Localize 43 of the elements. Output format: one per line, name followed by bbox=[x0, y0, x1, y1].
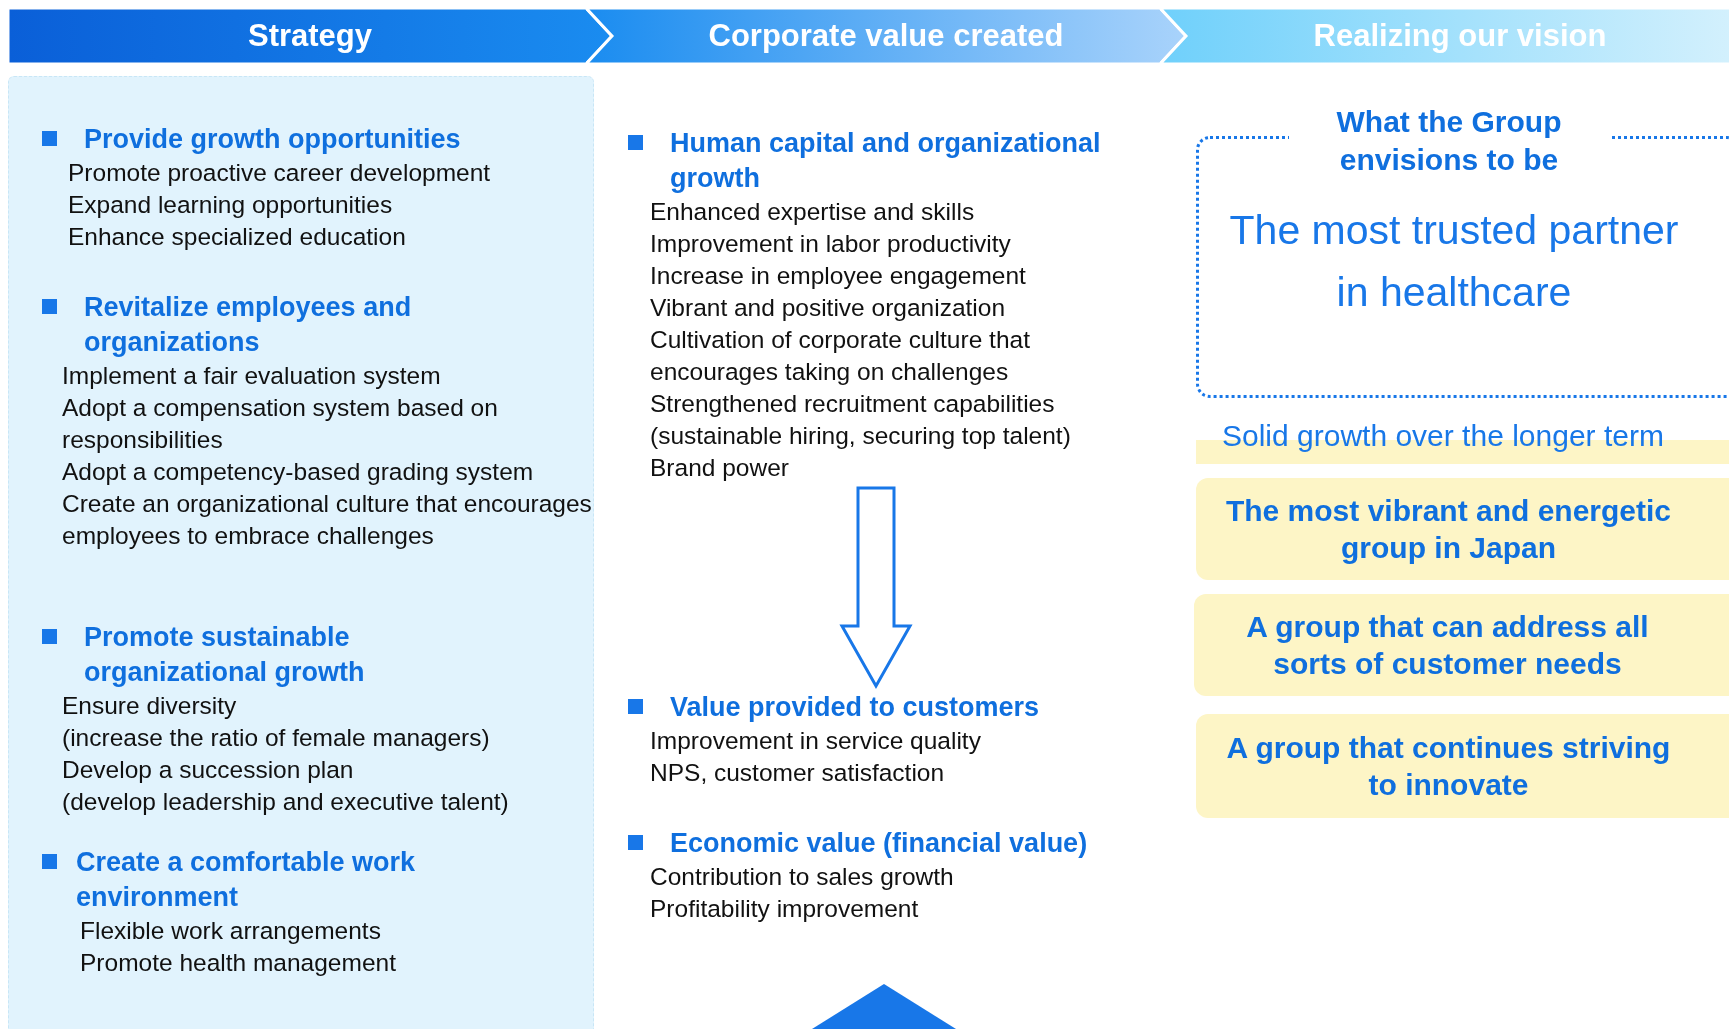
list-item: Contribution to sales growth bbox=[650, 862, 955, 892]
section-heading: Provide growth opportunities bbox=[84, 123, 462, 156]
list-item: Flexible work arrangements bbox=[80, 916, 382, 946]
list-item: (sustainable hiring, securing top talent) bbox=[650, 421, 1072, 451]
header-title: Corporate value created bbox=[708, 18, 1064, 54]
list-item: Enhanced expertise and skills bbox=[650, 197, 976, 227]
list-item: Improvement in service quality bbox=[650, 726, 982, 756]
list-item: Profitability improvement bbox=[650, 894, 920, 924]
list-item: Strengthened recruitment capabilities bbox=[650, 389, 1056, 419]
chevron-header bbox=[1160, 8, 1729, 64]
header-title: Realizing our vision bbox=[1313, 18, 1607, 54]
section-heading: Promote sustainable organizational growth bbox=[84, 621, 366, 689]
list-item: (increase the ratio of female managers) bbox=[62, 723, 491, 753]
list-item: Promote proactive career development bbox=[68, 158, 492, 188]
section-heading: Create a comfortable work environment bbox=[76, 846, 417, 914]
section-heading: Revitalize employees and organizations bbox=[84, 291, 413, 359]
goal-box: The most vibrant and energetic group in Japan bbox=[1196, 478, 1729, 580]
list-item: Brand power bbox=[650, 453, 790, 483]
list-item: Create an organizational culture that encourages employees to embrace challenges bbox=[62, 489, 592, 551]
list-item: Adopt a compensation system based on responsibilities bbox=[62, 393, 499, 455]
list-item: Cultivation of corporate culture that encourages taking on challenges bbox=[650, 325, 1031, 387]
vision-statement: The most trusted partner in healthcare bbox=[1228, 206, 1680, 317]
list-item: Vibrant and positive organization bbox=[650, 293, 1007, 323]
chevron-header bbox=[8, 8, 612, 64]
section-heading: Value provided to customers bbox=[670, 691, 1041, 724]
section-heading: Human capital and organizational growth bbox=[670, 127, 1102, 195]
list-item: Expand learning opportunities bbox=[68, 190, 394, 220]
list-item: Enhance specialized education bbox=[68, 222, 407, 252]
list-item: NPS, customer satisfaction bbox=[650, 758, 946, 788]
list-item: Implement a fair evaluation system bbox=[62, 361, 442, 391]
goal-box: A group that can address all sorts of customer needs bbox=[1194, 594, 1729, 696]
list-item: Promote health management bbox=[80, 948, 397, 978]
list-item: Adopt a competency-based grading system bbox=[62, 457, 535, 487]
list-item: Ensure diversity bbox=[62, 691, 238, 721]
block-arrow bbox=[839, 486, 913, 690]
list-item: Develop a succession plan bbox=[62, 755, 355, 785]
list-item: (develop leadership and executive talent) bbox=[62, 787, 510, 817]
chevron-header bbox=[586, 8, 1186, 64]
goal-box: A group that continues striving to innovate bbox=[1196, 714, 1729, 818]
section-heading: Economic value (financial value) bbox=[670, 827, 1089, 860]
list-item: Improvement in labor productivity bbox=[650, 229, 1012, 259]
list-item: Increase in employee engagement bbox=[650, 261, 1027, 291]
header-title: Strategy bbox=[247, 18, 372, 54]
